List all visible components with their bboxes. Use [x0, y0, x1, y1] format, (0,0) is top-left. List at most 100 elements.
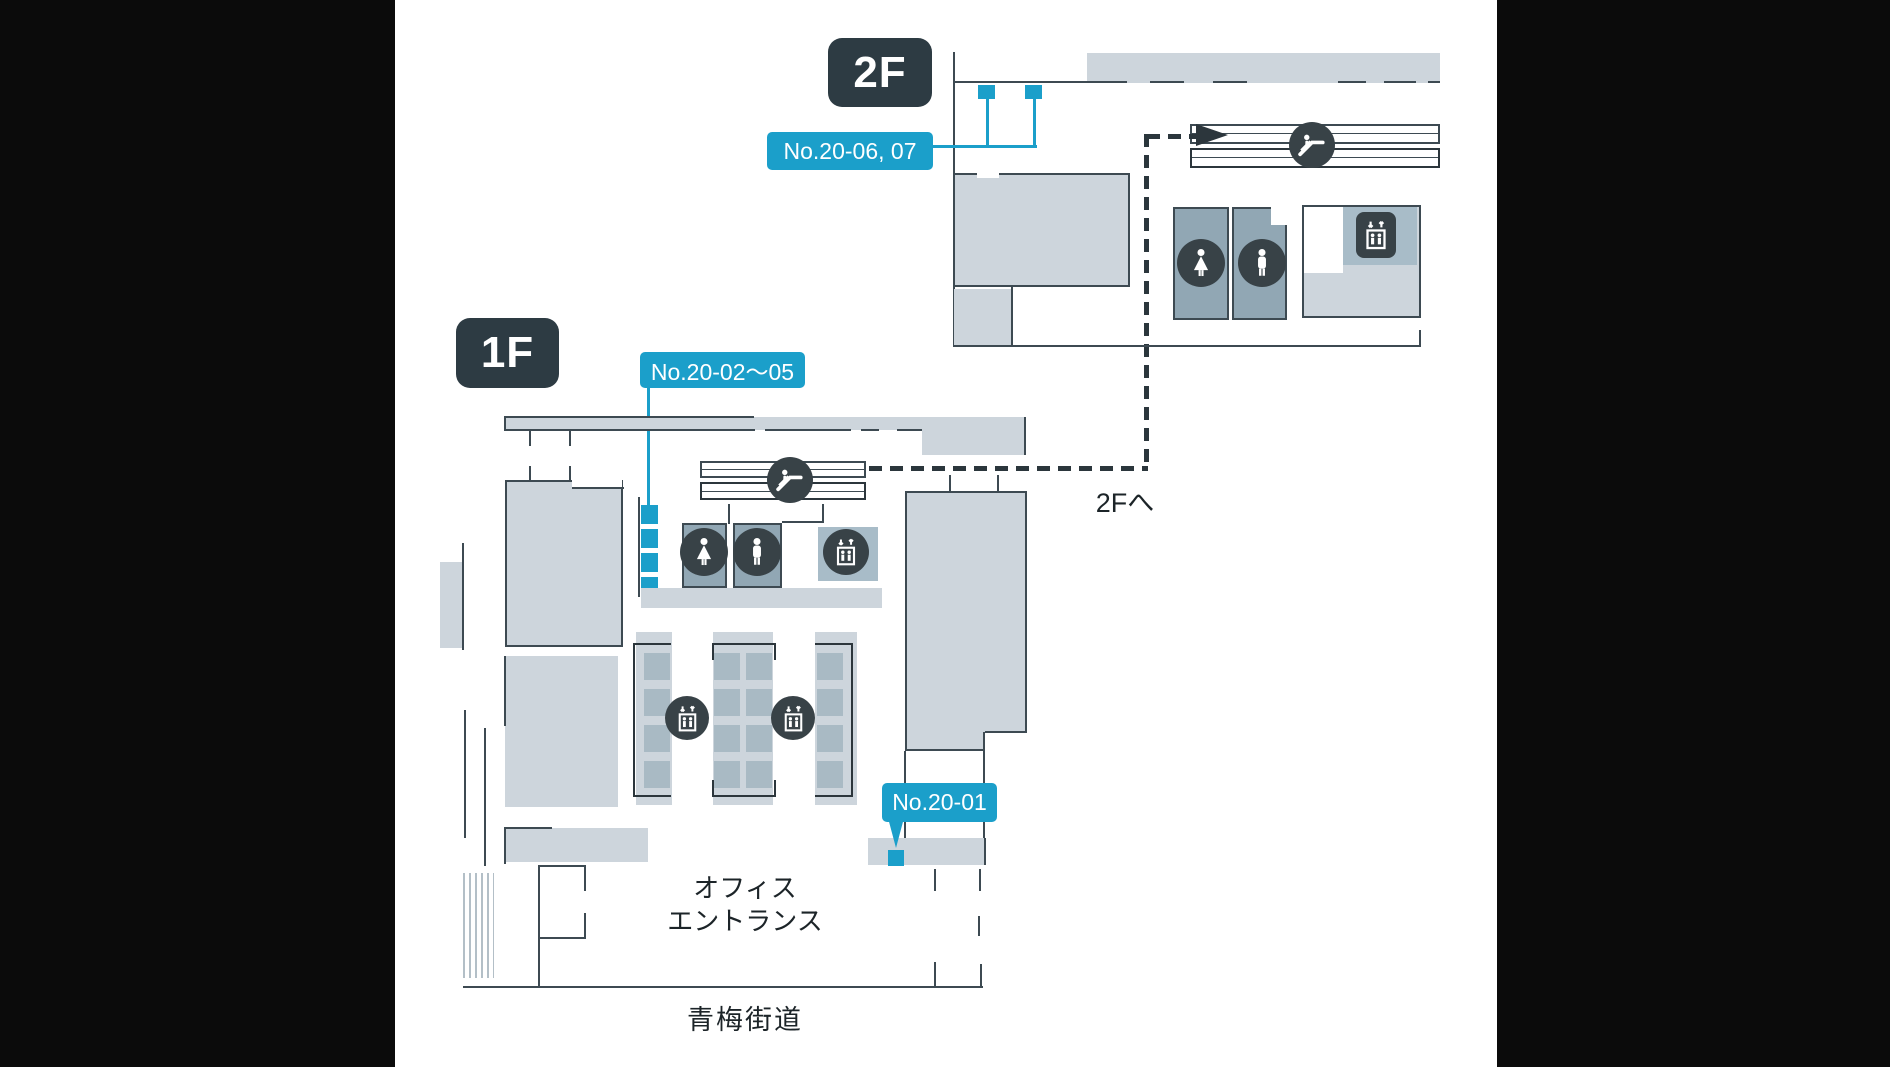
wall-line — [953, 345, 1421, 347]
wall-line — [633, 643, 635, 797]
room-block — [505, 417, 1025, 430]
elevator-glyph — [784, 705, 802, 731]
door-tick — [934, 869, 936, 891]
unit-marker — [641, 529, 658, 548]
elevator-cell — [817, 761, 843, 788]
unit-label-1f-a-text: No.20-02〜05 — [650, 359, 795, 385]
elevator-cell — [817, 725, 843, 752]
room-block — [505, 656, 618, 807]
escalator-glyph — [776, 469, 803, 492]
elevator-icon — [823, 529, 869, 575]
wall-segment — [765, 429, 851, 431]
door-tick — [997, 475, 999, 492]
wall-line — [633, 795, 671, 797]
elevator-icon — [1356, 212, 1396, 258]
elevator-cell — [746, 653, 772, 680]
wall-line — [504, 416, 506, 431]
escalator-icon — [767, 457, 813, 503]
unit-label-1f-b-text: No.20-01 — [892, 789, 987, 815]
wall-line — [1011, 287, 1013, 347]
wall-line — [822, 504, 824, 523]
wall-line — [504, 827, 552, 829]
door-tick — [979, 869, 981, 891]
unit-label-2f: No.20-06, 07 — [767, 132, 933, 170]
women-restroom-icon — [1177, 239, 1225, 287]
elevator-icon — [665, 696, 709, 740]
woman-glyph — [1193, 248, 1209, 277]
unit-marker — [888, 850, 904, 866]
wall-segment — [861, 429, 879, 431]
wall-line — [572, 487, 624, 489]
room-block — [440, 562, 463, 648]
wall-line — [538, 865, 586, 867]
unit-marker — [641, 505, 658, 524]
to-2f-note: 2Fへ — [1085, 481, 1165, 520]
floor-badge-2f-text: 2F — [853, 47, 907, 97]
wall-line — [504, 656, 506, 726]
escalator-glyph — [1298, 134, 1325, 157]
to-2f-text: 2Fへ — [1095, 488, 1155, 518]
wall-line — [782, 521, 824, 523]
unit-label-1f-b: No.20-01 — [882, 783, 997, 822]
wall-line — [954, 81, 1127, 83]
room-block — [505, 828, 648, 862]
wall-line — [504, 416, 754, 418]
room-block — [905, 491, 1027, 732]
floor-gap — [1304, 207, 1343, 273]
elevator-cell — [746, 725, 772, 752]
door-gap — [977, 171, 999, 178]
door-tick — [978, 916, 980, 936]
wall-line — [1024, 417, 1026, 455]
wall-line — [712, 780, 714, 797]
room-block — [922, 429, 1025, 455]
route-dashed-line — [1144, 134, 1149, 469]
wall-line — [980, 964, 982, 987]
room-block — [868, 838, 985, 865]
elevator-cell — [714, 725, 740, 752]
women-restroom-icon — [680, 528, 728, 576]
wall-line — [985, 731, 1027, 733]
floor-badge-1f: 1F — [456, 318, 559, 388]
direction-arrow-icon — [1196, 124, 1228, 146]
label-tail — [886, 818, 906, 850]
floor-badge-2f: 2F — [828, 38, 932, 107]
men-restroom-icon — [1238, 239, 1286, 287]
street-name-text: 青梅街道 — [687, 1005, 803, 1035]
wall-line — [638, 497, 640, 597]
elevator-cell — [817, 653, 843, 680]
elevator-cell — [817, 689, 843, 716]
wall-line — [774, 643, 776, 660]
room-block — [905, 732, 985, 751]
wall-line — [504, 828, 506, 864]
door-tick — [728, 504, 730, 524]
room-block — [505, 480, 623, 647]
wall-segment — [1150, 81, 1184, 83]
man-glyph — [1258, 248, 1266, 276]
leader-line — [986, 98, 989, 148]
unit-marker — [978, 85, 995, 99]
wall-segment — [1428, 81, 1440, 83]
elevator-glyph — [1366, 220, 1386, 250]
man-glyph — [753, 537, 761, 565]
unit-label-2f-text: No.20-06, 07 — [783, 137, 917, 164]
wall-line — [984, 838, 986, 865]
wall-line — [712, 795, 776, 797]
escalator-icon — [1289, 122, 1335, 168]
elevator-cell — [714, 761, 740, 788]
elevator-cell — [714, 689, 740, 716]
woman-glyph — [696, 537, 712, 566]
wall-line — [712, 643, 714, 660]
wall-line — [504, 429, 755, 431]
wall-line — [712, 643, 776, 645]
room-block — [1087, 53, 1440, 83]
route-dashed-line — [848, 466, 1148, 471]
entrance-note-line2: エントランス — [667, 906, 823, 937]
wall-line — [934, 962, 936, 987]
wall-segment — [1384, 81, 1416, 83]
wall-line — [584, 865, 586, 891]
men-restroom-icon — [733, 528, 781, 576]
elevator-glyph — [836, 538, 856, 566]
unit-label-1f-a: No.20-02〜05 — [640, 352, 805, 388]
stairs-hatch — [463, 873, 494, 978]
unit-marker — [1025, 85, 1042, 99]
